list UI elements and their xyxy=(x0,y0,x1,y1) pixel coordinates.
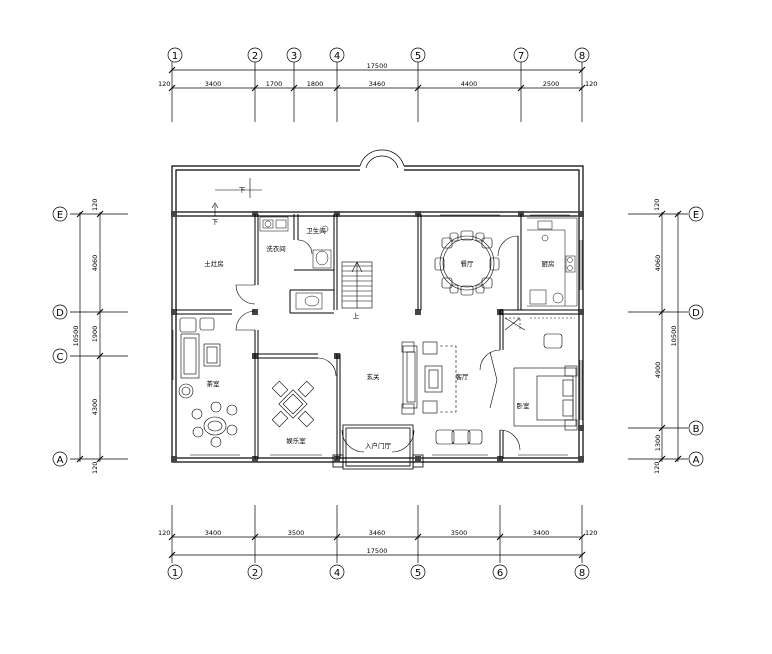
entrance-vestibule xyxy=(332,424,424,470)
windows xyxy=(172,211,583,459)
axis-bottom-2: 2 xyxy=(252,568,258,579)
top-dim-1: 3400 xyxy=(205,80,222,88)
room-dining: 餐厅 xyxy=(461,259,475,268)
left-total-dim: 10500 xyxy=(72,326,80,347)
bay-door xyxy=(359,149,405,169)
bottom-offset-left: 120 xyxy=(158,529,170,537)
right-axis-labels: E D B A xyxy=(692,210,700,466)
left-offset-top: 120 xyxy=(91,199,99,211)
right-dim-3: 1300 xyxy=(654,435,662,452)
axis-bottom-4: 4 xyxy=(334,568,340,579)
bottom-dimension-labels: 3400 3500 3460 3500 3400 17500 120 120 xyxy=(158,529,597,555)
stair-down-label-top: 下 xyxy=(239,186,246,194)
right-dim-1: 4060 xyxy=(654,255,662,272)
stair-down-label-left: 下 xyxy=(212,218,219,226)
room-foyer: 玄关 xyxy=(367,372,381,381)
axis-right-E: E xyxy=(693,210,699,221)
right-dim-2: 4900 xyxy=(654,362,662,379)
right-offset-top: 120 xyxy=(653,199,661,211)
room-laundry: 洗衣间 xyxy=(266,244,286,253)
axis-top-2: 2 xyxy=(252,51,258,62)
axis-right-B: B xyxy=(693,424,700,435)
axis-bottom-8: 8 xyxy=(579,568,585,579)
room-kitchen: 厨房 xyxy=(542,259,555,268)
top-axis-labels: 1 2 3 4 5 7 8 xyxy=(172,51,585,62)
bottom-dim-2: 3500 xyxy=(288,529,305,537)
top-dim-2: 1700 xyxy=(266,80,283,88)
top-dim-3: 1800 xyxy=(307,80,324,88)
right-total-dim: 10500 xyxy=(670,326,678,347)
stair-up-label: 上 xyxy=(353,311,360,320)
left-dim-1: 4060 xyxy=(91,255,99,272)
top-offset-left: 120 xyxy=(158,80,170,88)
living-sofa-set xyxy=(401,341,498,415)
room-bathroom: 卫生间 xyxy=(306,226,326,235)
left-dim-3: 4300 xyxy=(91,399,99,416)
axis-bottom-1: 1 xyxy=(172,568,178,579)
stair-arrows xyxy=(211,178,262,216)
left-dim-2: 1900 xyxy=(91,326,99,343)
axis-top-4: 4 xyxy=(334,51,340,62)
bottom-dim-4: 3500 xyxy=(451,529,468,537)
game-table xyxy=(271,380,315,428)
room-entertainment: 娱乐室 xyxy=(286,436,306,445)
right-offset-bottom: 120 xyxy=(653,462,661,474)
bottom-axis-labels: 1 2 4 5 6 8 xyxy=(172,568,585,579)
bottom-dim-5: 3400 xyxy=(533,529,550,537)
axis-top-3: 3 xyxy=(291,51,297,62)
room-bedroom: 卧室 xyxy=(517,401,531,410)
right-dimension-labels: 4060 4900 1300 10500 120 120 xyxy=(653,199,678,474)
axis-top-8: 8 xyxy=(579,51,585,62)
dining-table xyxy=(434,230,500,296)
top-dim-6: 2500 xyxy=(543,80,560,88)
structural-columns xyxy=(171,211,584,462)
room-entrance-hall: 入户门厅 xyxy=(365,441,392,450)
axis-top-1: 1 xyxy=(172,51,178,62)
room-labels: 土灶房 洗衣间 卫生间 餐厅 厨房 茶室 娱乐室 玄关 客厅 卧室 入户门厅 下… xyxy=(204,186,554,450)
kitchen-counter xyxy=(527,217,578,307)
bathroom-fixtures xyxy=(295,225,332,310)
room-earth-kitchen: 土灶房 xyxy=(204,259,224,268)
axis-bottom-6: 6 xyxy=(497,568,503,579)
axis-left-A: A xyxy=(57,455,64,466)
bottom-dimension-block xyxy=(167,505,590,580)
tea-room-furniture xyxy=(178,317,238,448)
axis-left-E: E xyxy=(57,210,63,221)
axis-top-5: 5 xyxy=(415,51,421,62)
living-chairs xyxy=(435,429,483,445)
bottom-offset-right: 120 xyxy=(585,529,597,537)
top-dimension-labels: 17500 3400 1700 1800 3460 4400 2500 120 … xyxy=(158,62,597,88)
top-dim-5: 4400 xyxy=(461,80,478,88)
top-dimension-block xyxy=(167,47,590,122)
left-axis-labels: E D C A xyxy=(56,210,64,466)
bottom-dim-1: 3400 xyxy=(205,529,222,537)
laundry-fixtures xyxy=(259,216,289,232)
axis-left-C: C xyxy=(57,352,64,363)
bottom-dim-3: 3460 xyxy=(369,529,386,537)
staircase xyxy=(341,261,373,309)
axis-right-A: A xyxy=(693,455,700,466)
bottom-total-dim: 17500 xyxy=(367,547,388,555)
left-dimension-block xyxy=(52,206,128,467)
room-tea: 茶室 xyxy=(207,379,221,388)
axis-top-7: 7 xyxy=(518,51,524,62)
top-total-dim: 17500 xyxy=(367,62,388,70)
doors xyxy=(235,235,521,453)
axis-right-D: D xyxy=(692,308,700,319)
left-offset-bottom: 120 xyxy=(91,462,99,474)
left-dimension-labels: 10500 4060 1900 4300 120 120 xyxy=(72,199,99,474)
bedroom-furniture xyxy=(504,317,578,431)
axis-bottom-5: 5 xyxy=(415,568,421,579)
axis-left-D: D xyxy=(56,308,64,319)
interior-walls xyxy=(176,214,579,459)
exterior-walls xyxy=(171,165,584,463)
right-dimension-block xyxy=(628,206,704,467)
top-offset-right: 120 xyxy=(585,80,597,88)
top-dim-4: 3460 xyxy=(369,80,386,88)
room-living: 客厅 xyxy=(456,372,470,381)
